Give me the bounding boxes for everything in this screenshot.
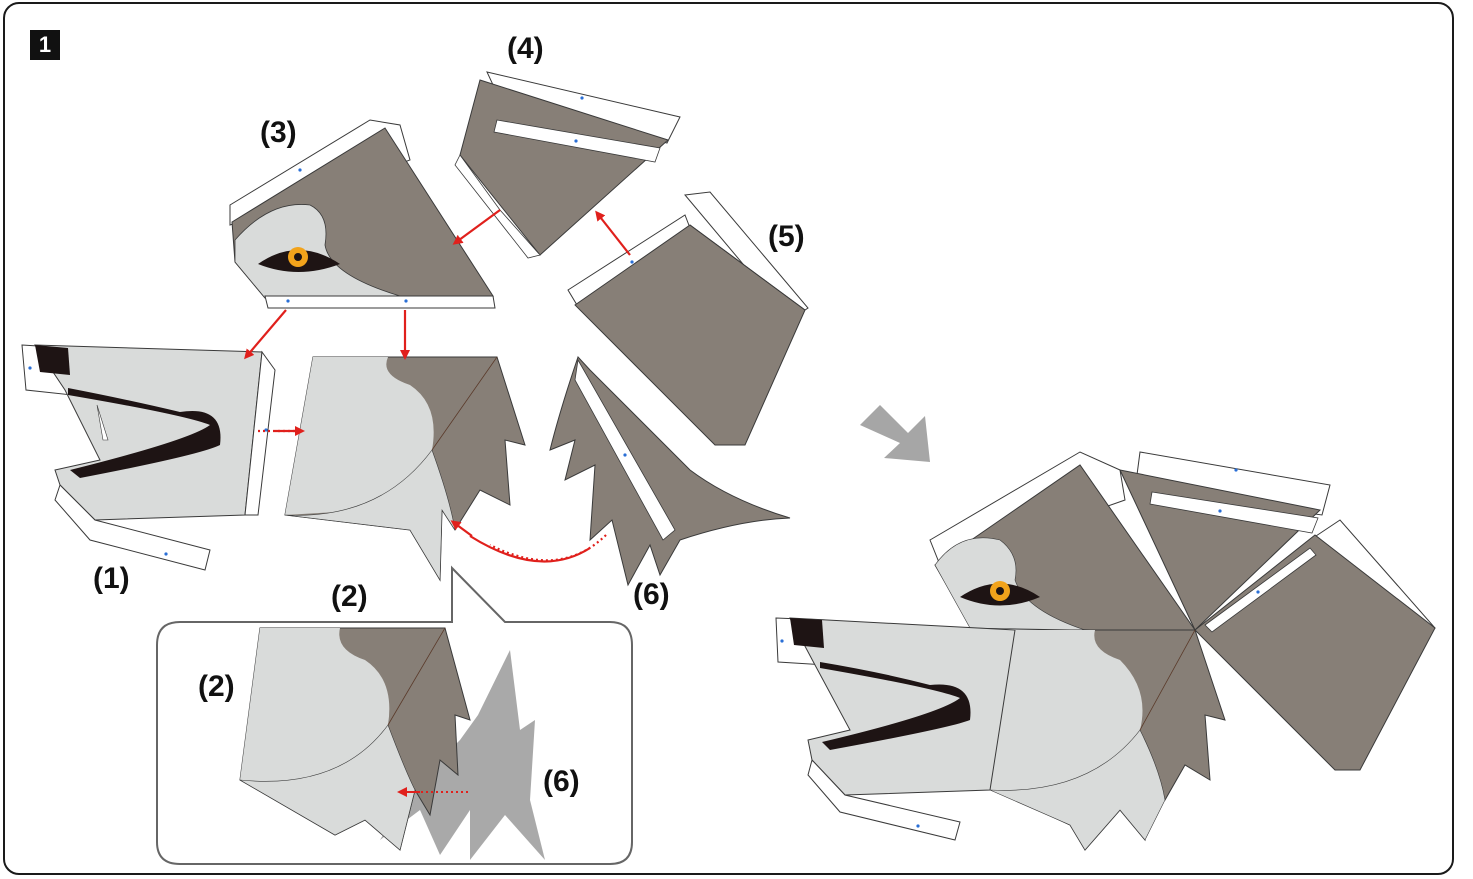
label-part-3: (3) bbox=[260, 116, 297, 149]
inset-label-part-6: (6) bbox=[543, 765, 580, 798]
assembly-arrows bbox=[244, 209, 631, 563]
piece-4-forehead bbox=[454, 71, 681, 259]
inset-callout bbox=[156, 565, 633, 865]
piece-6-neck-ruff bbox=[549, 356, 791, 587]
piece-5-side-head bbox=[567, 191, 809, 446]
step-number-badge: 1 bbox=[30, 30, 60, 60]
label-part-2: (2) bbox=[331, 580, 368, 613]
piece-2-cheek bbox=[284, 356, 526, 582]
piece-1-muzzle bbox=[21, 344, 276, 571]
instruction-panel-frame bbox=[3, 2, 1454, 875]
label-part-1: (1) bbox=[93, 562, 130, 595]
label-part-4: (4) bbox=[507, 32, 544, 65]
inset-label-part-2: (2) bbox=[198, 670, 235, 703]
label-part-5: (5) bbox=[768, 220, 805, 253]
label-part-6: (6) bbox=[633, 578, 670, 611]
piece-3-upper-face bbox=[229, 119, 496, 309]
assembled-wolf-head bbox=[775, 451, 1436, 851]
result-arrow bbox=[860, 405, 930, 462]
